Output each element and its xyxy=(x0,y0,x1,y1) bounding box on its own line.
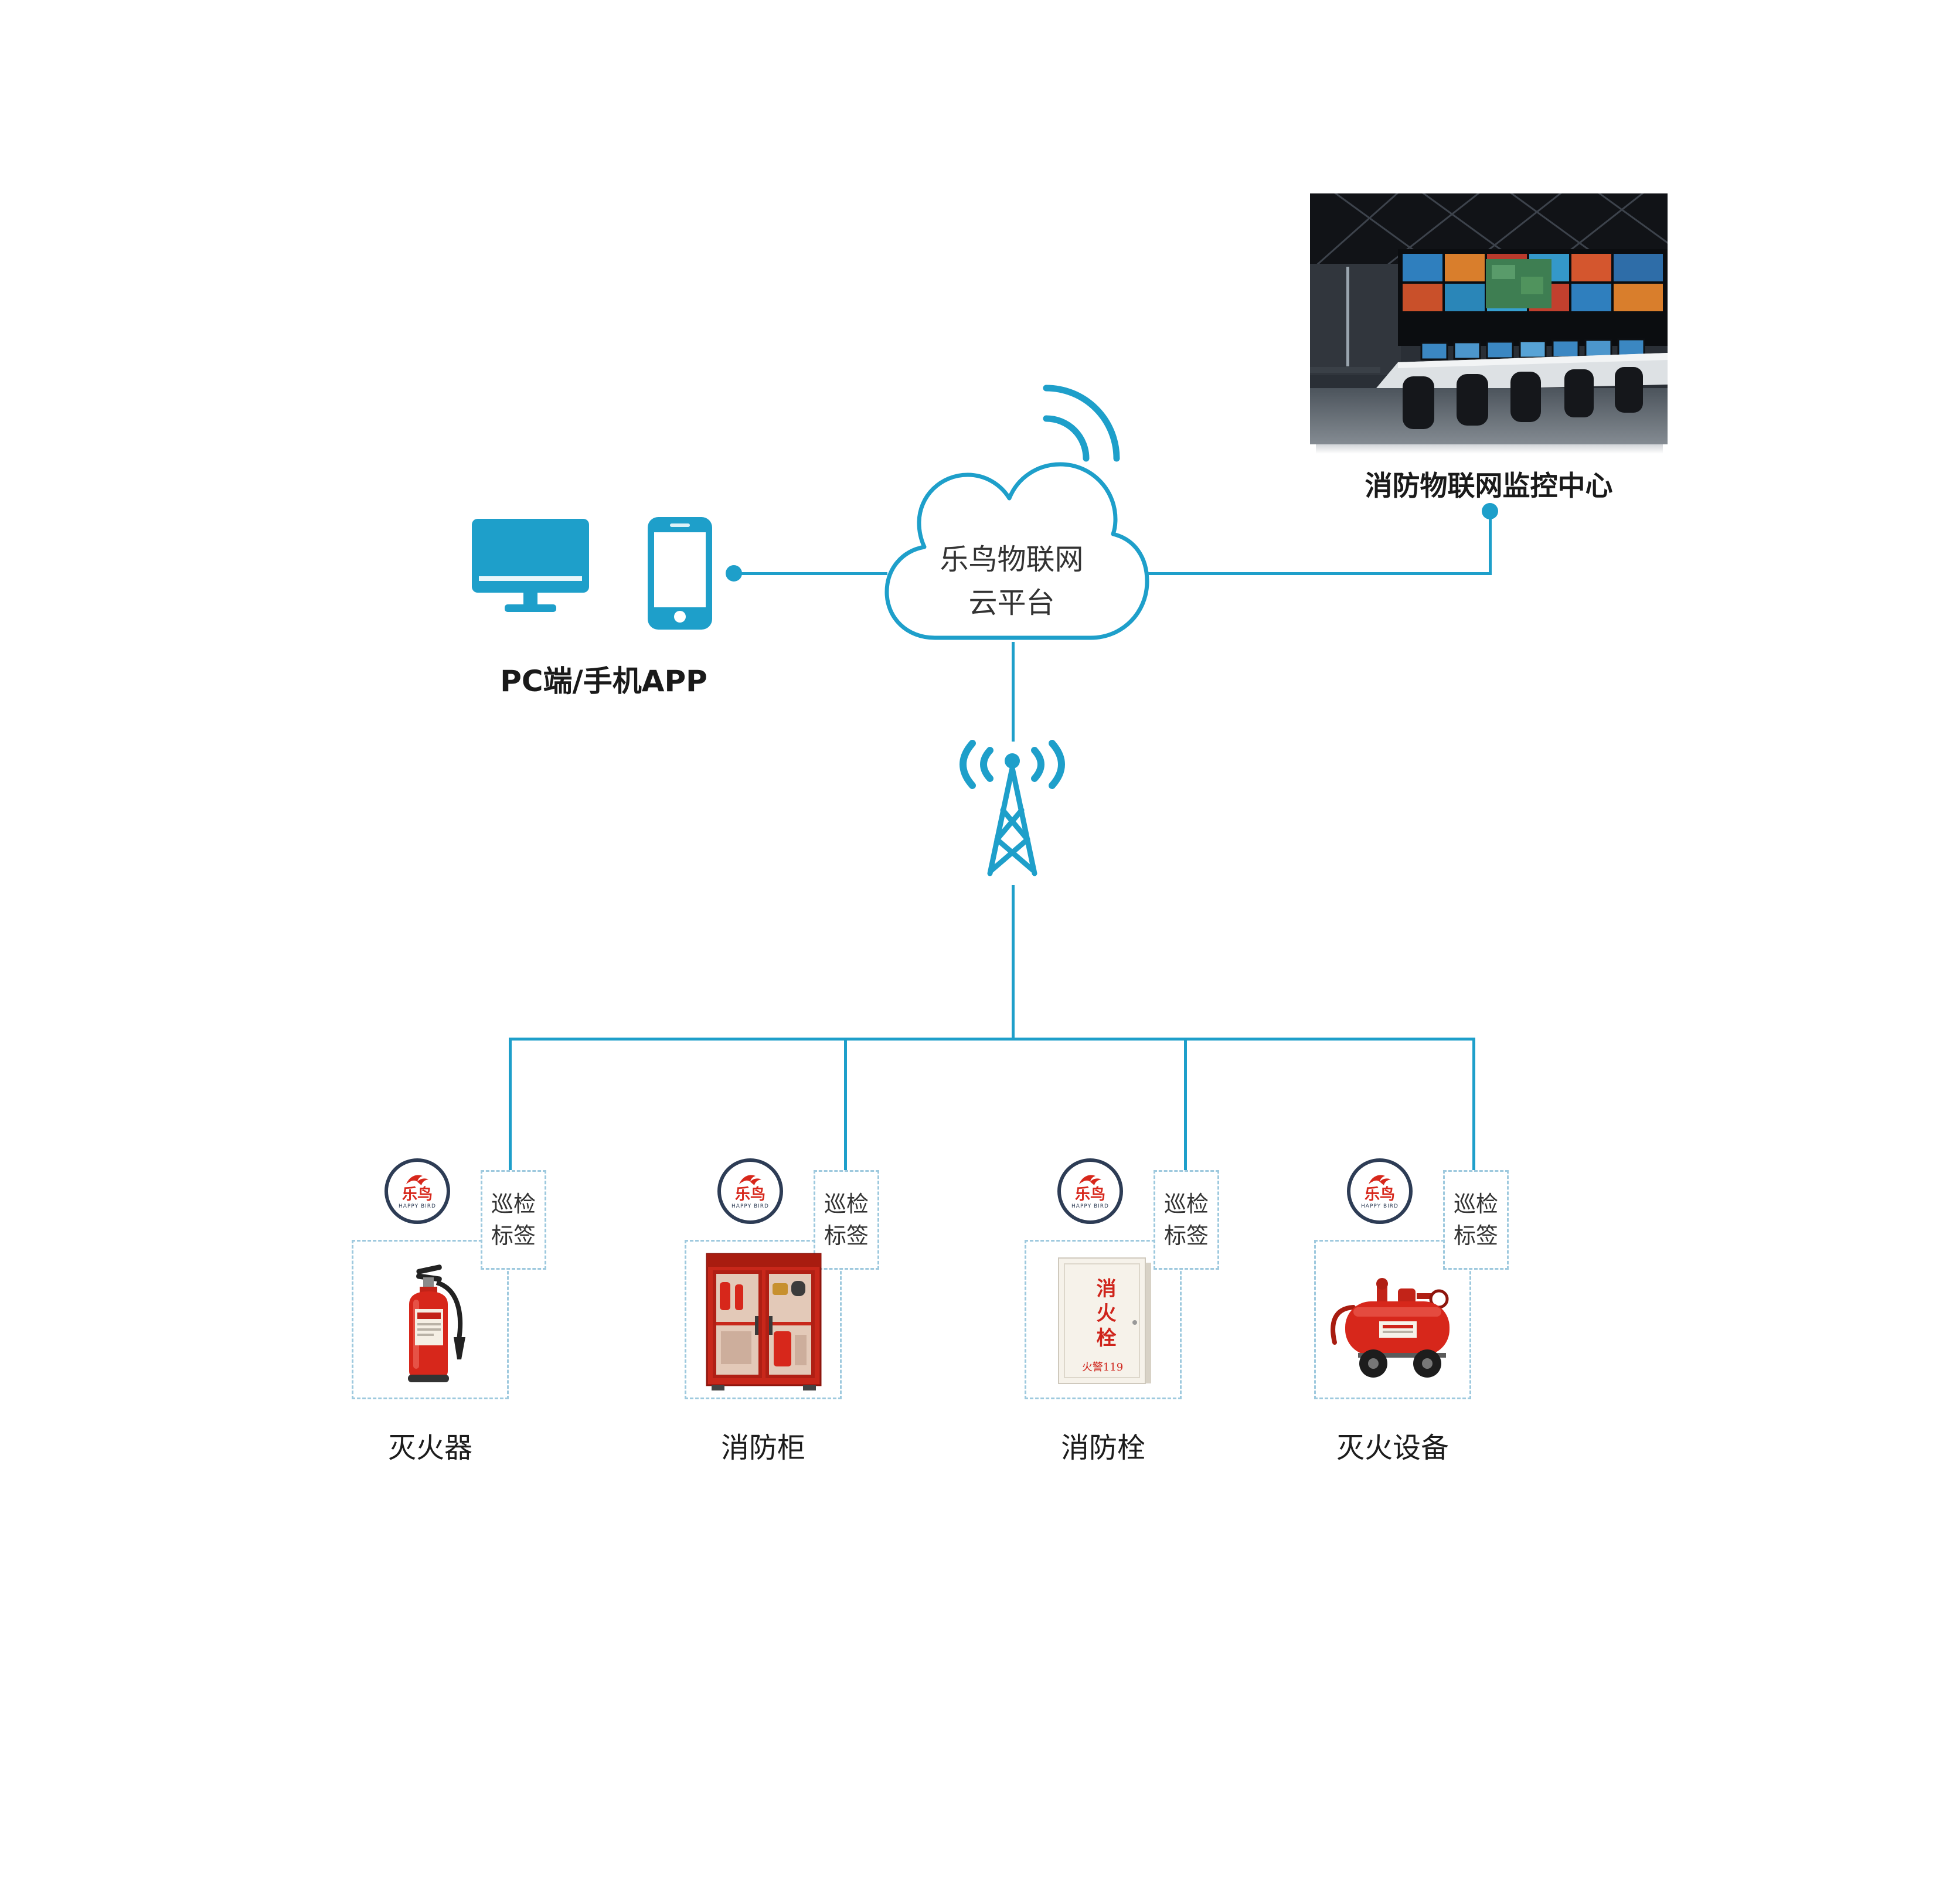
connector-drop-2 xyxy=(844,1038,847,1170)
connector-drop-3 xyxy=(1184,1038,1187,1170)
connector-cloud-antenna xyxy=(1012,642,1015,742)
happybird-logo: 乐鸟 HAPPY BIRD xyxy=(1347,1158,1413,1224)
happybird-logo: 乐鸟 HAPPY BIRD xyxy=(385,1158,450,1224)
bird-icon xyxy=(406,1175,428,1185)
tag-line2: 标签 xyxy=(1453,1223,1498,1249)
cloud-label-line1: 乐鸟物联网 xyxy=(940,543,1084,576)
tag-line2: 标签 xyxy=(491,1223,536,1249)
happybird-logo: 乐鸟 HAPPY BIRD xyxy=(717,1158,783,1224)
fire-equipment-image xyxy=(1331,1278,1450,1378)
logo-sub: HAPPY BIRD xyxy=(399,1203,436,1209)
logo-sub: HAPPY BIRD xyxy=(731,1203,769,1209)
fire-hydrant-box-image xyxy=(1058,1257,1151,1384)
monitoring-center-photo xyxy=(1310,193,1668,444)
wifi-signal-icon xyxy=(1043,385,1120,462)
fire-extinguisher-image xyxy=(408,1264,465,1382)
tag-line2: 标签 xyxy=(824,1223,869,1249)
tag-line1: 巡检 xyxy=(1453,1191,1498,1217)
hydrant-box-text: 消火栓 xyxy=(1093,1278,1116,1352)
device-group-hydrant: 消火栓 火警119 乐鸟 HAPPY BIRD 巡检 标签 消防栓 xyxy=(1025,1158,1224,1471)
happybird-logo: 乐鸟 HAPPY BIRD xyxy=(1057,1158,1123,1224)
device-group-cabinet: 乐鸟 HAPPY BIRD 巡检 标签 消防柜 xyxy=(685,1158,884,1471)
bird-icon xyxy=(739,1175,761,1185)
inspection-tag-badge: 巡检 标签 xyxy=(814,1170,879,1270)
tag-line2: 标签 xyxy=(1163,1223,1209,1249)
bird-icon xyxy=(1369,1175,1391,1185)
inspection-tag-badge: 巡检 标签 xyxy=(1443,1170,1509,1270)
tag-line1: 巡检 xyxy=(824,1191,869,1217)
logo-name: 乐鸟 xyxy=(1364,1186,1395,1203)
smartphone-icon xyxy=(648,517,712,630)
photo-reflection xyxy=(1316,444,1663,454)
device-label-equipment: 灭火设备 xyxy=(1336,1432,1449,1464)
device-label-cabinet: 消防柜 xyxy=(720,1432,805,1464)
connector-cloud-center-h xyxy=(1146,572,1492,575)
monitoring-center-label: 消防物联网监控中心 xyxy=(1365,470,1613,502)
logo-sub: HAPPY BIRD xyxy=(1361,1203,1399,1209)
antenna-tower-icon xyxy=(960,740,1065,876)
pc-monitor-icon xyxy=(472,519,589,612)
inspection-tag-badge: 巡检 标签 xyxy=(1154,1170,1219,1270)
device-label-hydrant: 消防栓 xyxy=(1060,1432,1145,1464)
client-label: PC端/手机APP xyxy=(500,664,707,698)
bird-icon xyxy=(1079,1175,1101,1185)
device-label-extinguisher: 灭火器 xyxy=(387,1432,472,1464)
connector-drop-1 xyxy=(509,1038,512,1170)
connector-cloud-center-v xyxy=(1489,512,1492,574)
device-group-equipment: 乐鸟 HAPPY BIRD 巡检 标签 灭火设备 xyxy=(1314,1158,1513,1471)
tag-line1: 巡检 xyxy=(1163,1191,1209,1217)
tag-line1: 巡检 xyxy=(491,1191,536,1217)
logo-name: 乐鸟 xyxy=(1074,1186,1105,1203)
logo-name: 乐鸟 xyxy=(734,1186,765,1203)
logo-name: 乐鸟 xyxy=(402,1186,433,1203)
cloud-platform-label: 乐鸟物联网 云平台 xyxy=(894,538,1129,625)
inspection-tag-badge: 巡检 标签 xyxy=(481,1170,546,1270)
connector-antenna-bus xyxy=(1012,885,1015,1040)
cloud-icon xyxy=(884,462,1149,640)
cloud-label-line2: 云平台 xyxy=(968,586,1055,620)
connector-bus xyxy=(509,1038,1475,1041)
connector-dot-center xyxy=(1482,503,1498,519)
fire-cabinet-image xyxy=(706,1253,822,1390)
device-group-extinguisher: 乐鸟 HAPPY BIRD 巡检 标签 灭火器 xyxy=(352,1158,551,1471)
connector-client-cloud xyxy=(734,572,887,575)
connector-drop-4 xyxy=(1472,1038,1475,1170)
logo-sub: HAPPY BIRD xyxy=(1071,1203,1109,1209)
hydrant-box-subtext: 火警119 xyxy=(1081,1361,1124,1373)
